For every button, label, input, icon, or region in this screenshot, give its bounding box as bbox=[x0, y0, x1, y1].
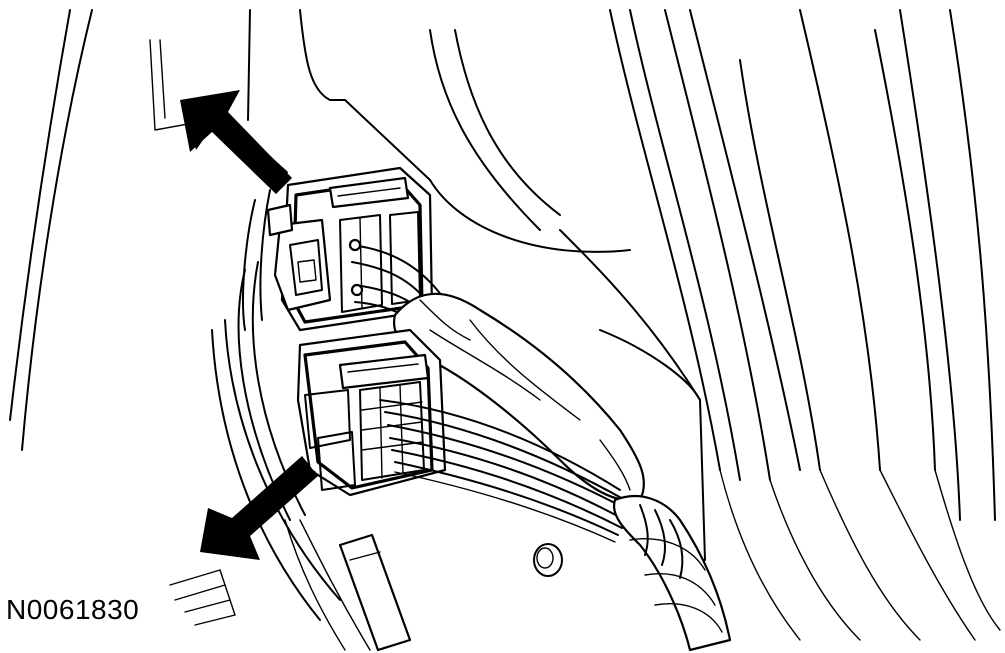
mounting-hole bbox=[533, 543, 563, 577]
bracket-lines bbox=[169, 569, 236, 626]
lower-arrow-icon bbox=[200, 456, 318, 560]
upper-connector bbox=[266, 166, 446, 336]
panel-outline-lines bbox=[9, 9, 1001, 641]
upper-arrow-icon bbox=[180, 90, 292, 194]
left-wire-boot bbox=[338, 533, 412, 652]
figure-id-label: N0061830 bbox=[6, 594, 140, 625]
lower-connector bbox=[296, 328, 629, 543]
harness-sleeve bbox=[612, 495, 732, 652]
